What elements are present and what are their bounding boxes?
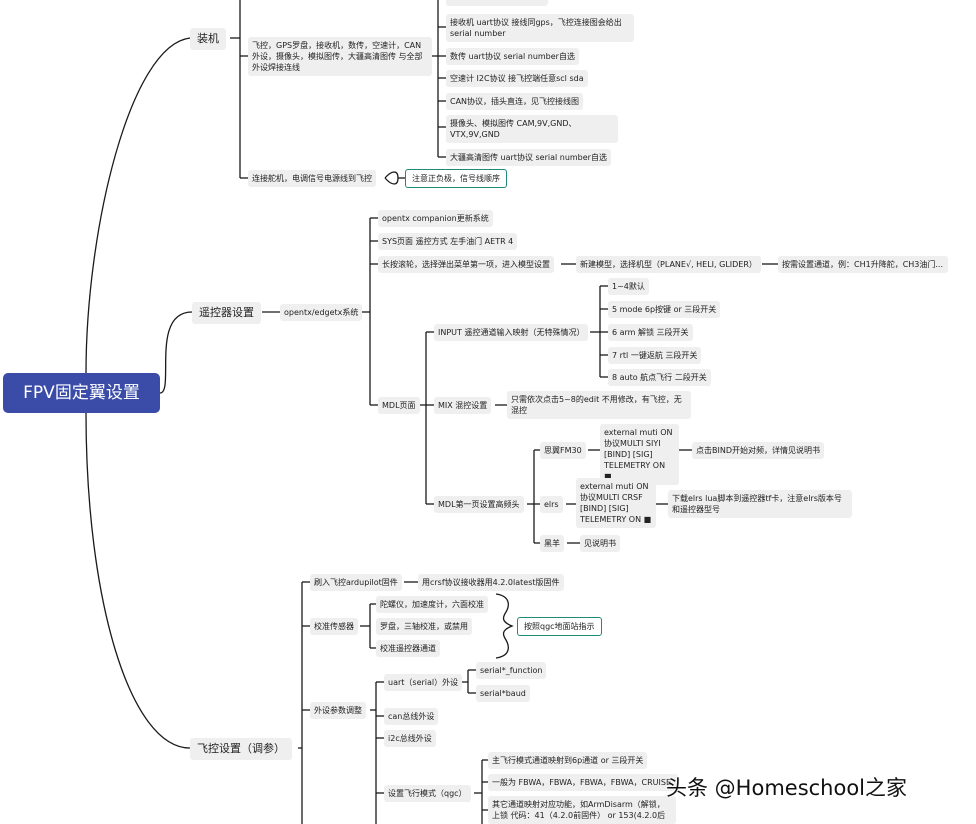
node-mode-fbwa[interactable]: 一般为 FBWA，FBWA，FBWA，FBWA，CRUISE: [488, 774, 678, 791]
node-mdl-first-page[interactable]: MDL第一页设置高频头: [434, 496, 524, 513]
node-channel-setup[interactable]: 按需设置通道，例：CH1升降舵，CH3油门...: [778, 256, 948, 273]
node-can-bus[interactable]: can总线外设: [384, 708, 439, 725]
node-servo[interactable]: 连接舵机，电调信号电源线到飞控: [248, 170, 376, 187]
node-serial-baud[interactable]: serial*baud: [476, 685, 530, 702]
node-mode-main[interactable]: 主飞行模式通道映射到6p通道 or 三段开关: [488, 752, 648, 769]
node-input[interactable]: INPUT 遥控通道输入映射（无特殊情况）: [434, 324, 589, 341]
node-input-5[interactable]: 5 mode 6p按键 or 三段开关: [608, 301, 721, 318]
node-mode-other[interactable]: 其它通道映射对应功能，如ArmDisarm（解锁，上锁 代码：41（4.2.0前…: [488, 796, 676, 824]
node-calib-compass[interactable]: 罗盘，三轴校准，或禁用: [376, 618, 472, 635]
node-heiyang[interactable]: 黑羊: [540, 535, 564, 552]
node-flash-firmware[interactable]: 刷入飞控ardupilot固件: [310, 574, 402, 591]
node-telemetry[interactable]: 数传 uart协议 serial number自选: [446, 48, 579, 65]
node-elrs-config[interactable]: external muti ON 协议MULTI CRSF [BIND] [SI…: [576, 478, 656, 528]
node-uart[interactable]: uart（serial）外设: [384, 674, 463, 691]
node-input-8[interactable]: 8 auto 航点飞行 二段开关: [608, 369, 711, 386]
node-new-model[interactable]: 新建模型，选择机型（PLANE√, HELI, GLIDER）: [576, 256, 761, 273]
node-i2c-bus[interactable]: i2c总线外设: [384, 730, 436, 747]
node-can[interactable]: CAN协议，插头直连，见飞控接线图: [446, 93, 584, 110]
node-opentx-system[interactable]: opentx/edgetx系统: [280, 304, 363, 321]
node-calibrate[interactable]: 校准传感器: [310, 618, 358, 635]
node-heiyang-note[interactable]: 见说明书: [580, 535, 620, 552]
node-siyi-bind[interactable]: 点击BIND开始对频，详情见说明书: [692, 442, 824, 459]
node-mix-note[interactable]: 只需依次点击5~8的edit 不用修改，有飞控，无混控: [507, 391, 691, 419]
node-input-1-4[interactable]: 1~4默认: [608, 278, 649, 295]
node-receiver[interactable]: 接收机 uart协议 接线同gps，飞控连接图会给出serial number: [446, 14, 634, 42]
node-serial-function[interactable]: serial*_function: [476, 662, 547, 679]
node-mdl-page[interactable]: MDL页面: [378, 397, 420, 414]
node-siyi-config[interactable]: external muti ON 协议MULTI SIYI [BIND] [SI…: [600, 424, 679, 485]
node-peripheral[interactable]: 外设参数调整: [310, 702, 366, 719]
node-dji-hd[interactable]: 大疆高清图传 uart协议 serial number自选: [446, 149, 611, 166]
node-calib-gyro[interactable]: 陀螺仪，加速度计，六面校准: [376, 596, 488, 613]
node-mix[interactable]: MIX 混控设置: [434, 397, 492, 414]
node-firmware-note[interactable]: 用crsf协议接收器用4.2.0latest版固件: [418, 574, 564, 591]
node-camera-vtx[interactable]: 摄像头、模拟图传 CAM,9V,GND、VTX,9V,GND: [446, 115, 618, 143]
branch-remote[interactable]: 遥控器设置: [192, 302, 261, 324]
node-input-6[interactable]: 6 arm 解锁 三段开关: [608, 324, 693, 341]
node-airspeed[interactable]: 空速计 I2C协议 接飞控端任意scl sda: [446, 70, 588, 87]
watermark: 头条 @Homeschool之家: [666, 776, 908, 800]
branch-zhuangji[interactable]: 装机: [190, 28, 226, 50]
node-flight-mode[interactable]: 设置飞行模式（qgc）: [384, 785, 471, 802]
node-input-7[interactable]: 7 rtl 一键返航 三段开关: [608, 347, 702, 364]
node-companion[interactable]: opentx companion更新系统: [378, 210, 493, 227]
node-elrs-note[interactable]: 下载elrs lua脚本到遥控器tf卡，注意elrs版本号和遥控器型号: [668, 490, 852, 518]
cut-off-node[interactable]: ...: [446, 0, 548, 6]
root-node[interactable]: FPV固定翼设置: [3, 373, 160, 413]
node-sys-page[interactable]: SYS页面 遥控方式 左手油门 AETR 4: [378, 233, 518, 250]
node-elrs[interactable]: elrs: [540, 496, 563, 513]
branch-fc[interactable]: 飞控设置（调参）: [190, 738, 292, 760]
node-siyi[interactable]: 思翼FM30: [540, 442, 586, 459]
note-polarity[interactable]: 注意正负极，信号线顺序: [405, 169, 507, 188]
node-long-press[interactable]: 长按滚轮，选择弹出菜单第一项，进入模型设置: [378, 256, 554, 273]
node-calib-rc[interactable]: 校准遥控器通道: [376, 640, 440, 657]
note-qgc[interactable]: 按照qgc地面站指示: [517, 617, 602, 636]
node-wiring[interactable]: 飞控，GPS罗盘，接收机，数传，空速计，CAN外设，摄像头，模拟图传，大疆高清图…: [248, 37, 432, 76]
